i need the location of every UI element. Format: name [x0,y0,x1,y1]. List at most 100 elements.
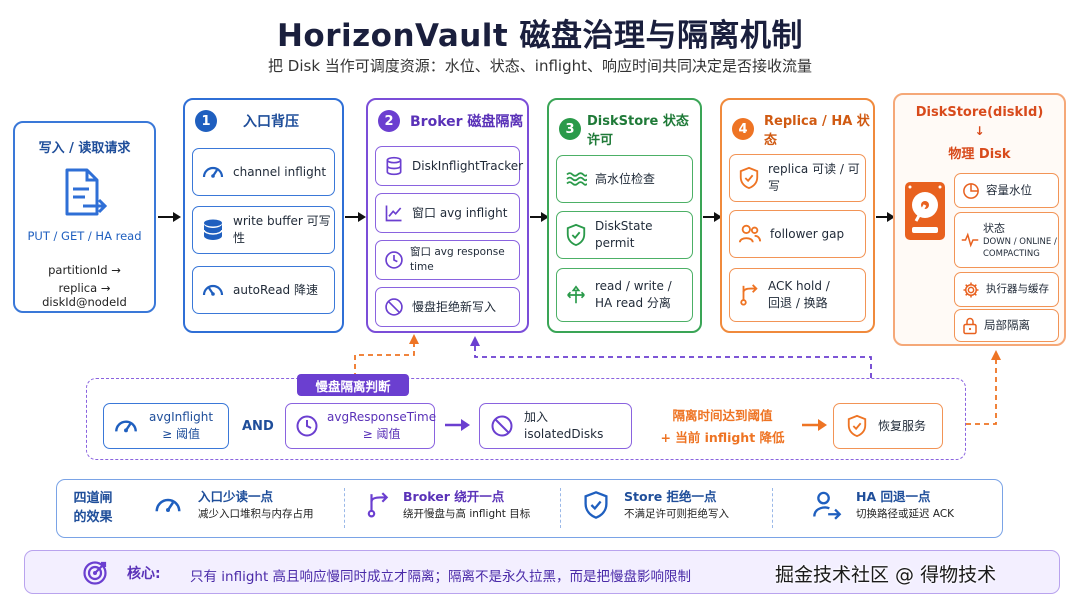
flow-arrow-1 [345,212,366,222]
effect-item-1: Broker 绕开一点 绕开慢盘与高 inflight 目标 [365,487,530,523]
effect-desc: 不满足许可则拒绝写入 [624,508,729,520]
flow-arrow-3 [703,212,722,222]
effects-divider [560,488,561,528]
stage2-item-label: 窗口 avg response time [410,246,505,273]
split-arrows-icon [565,284,587,306]
core-label: 核心: [127,566,161,582]
disk-item-label: 局部隔离 [984,318,1030,332]
disk-title-2: 物理 Disk [948,147,1011,162]
stage4-number: 4 [732,118,754,140]
request-route-2: replica → diskId@nodeId [42,281,127,309]
stage2-item-2: 窗口 avg response time [375,240,520,280]
watermark: 掘金技术社区 @ 得物技术 [775,564,997,586]
disk-item-isolation: 局部隔离 [954,309,1059,342]
gear-icon [962,281,980,299]
slow-disk-badge: 慢盘隔离判断 [297,374,409,396]
stage3-item-label: DiskState permit [595,219,653,250]
effect-title: Store 拒绝一点 [624,489,717,504]
gauge-icon [201,160,225,184]
restore-condition-2: + 当前 inflight 降低 [660,430,785,445]
trend-chart-icon [384,203,404,223]
shield-check-icon [846,414,868,438]
effects-label-1: 四道闸 [73,491,113,506]
stage3-item-label: HA read 分离 [595,296,671,310]
stage3-number: 3 [559,118,581,140]
metric-title: avgInflight [149,410,214,424]
stage4-item-label: replica 可读 / 可写 [768,162,860,193]
disk-item-sub: COMPACTING [983,248,1040,259]
effect-desc: 绕开慢盘与高 inflight 目标 [403,508,531,520]
metric-title: avgResponseTime [327,410,437,424]
effect-title: 入口少读一点 [198,489,274,504]
stage1-item-label: write buffer 可写性 [233,214,331,245]
metric-avg-response-time: avgResponseTime ≥ 阈值 [285,403,437,449]
effect-title: HA 回退一点 [856,489,931,504]
stage3-item-2: read / write / HA read 分离 [556,268,693,322]
stage3-card: 3 DiskStore 状态许可 高水位检查 DiskState permit … [547,98,702,333]
stage4-item-label: ACK hold / [768,279,830,293]
isolate-arrow [445,419,470,431]
stage1-title: 入口背压 [243,114,299,130]
disk-title-1: DiskStore(diskId) [915,105,1044,120]
target-icon [82,560,108,586]
stage1-card: 1 入口背压 channel inflight write buffer 可写性… [183,98,344,333]
stage2-item-0: DiskInflightTracker [375,146,524,186]
disk-item-executor: 执行器与缓存 [954,272,1059,307]
speedometer-icon [201,278,225,302]
stage4-card: 4 Replica / HA 状态 replica 可读 / 可写 follow… [720,98,875,333]
stage2-card: 2 Broker 磁盘隔离 DiskInflightTracker 窗口 avg… [366,98,529,333]
and-label: AND [242,419,274,434]
disk-item-capacity: 容量水位 [954,173,1059,208]
stage3-title: DiskStore 状态许可 [587,114,689,148]
flow-arrow-4 [876,212,895,222]
stage1-number: 1 [195,110,217,132]
restore-condition-1: 隔离时间达到阈值 [672,408,773,423]
flow-arrow-2 [530,212,549,222]
stage3-item-label: read / write / [595,279,672,293]
stage2-item-3: 慢盘拒绝新写入 [375,287,520,327]
pie-chart-icon [962,182,980,200]
shield-check-icon [565,223,587,247]
branch-icon [738,283,760,307]
metric-threshold: ≥ 阈值 [162,427,200,441]
database-icon [384,156,404,176]
metric-threshold: ≥ 阈值 [362,427,401,441]
isolated-disks-label: 加入 isolatedDisks [524,410,604,441]
stage4-item-0: replica 可读 / 可写 [729,154,866,202]
user-switch-icon [812,490,842,520]
stage2-item-1: 窗口 avg inflight [375,193,520,233]
metric-avg-inflight: avgInflight ≥ 阈值 [103,403,229,449]
stage1-item-label: channel inflight [233,164,327,179]
stage3-item-label: 高水位检查 [595,171,656,186]
effects-label: 四道闸 的效果 [66,489,120,527]
water-level-icon [565,170,587,188]
flow-arrow-0 [158,212,181,222]
pulse-icon [961,232,979,248]
stage2-item-label: 慢盘拒绝新写入 [412,299,497,314]
disk-item-label: 容量水位 [986,183,1032,197]
gauge-icon [113,413,139,439]
stage2-item-label: 窗口 avg inflight [412,205,508,220]
stage1-item-0: channel inflight [192,148,335,196]
stage3-item-1: DiskState permit [556,211,693,259]
core-bar [24,550,1060,594]
disk-item-label: 状态 [983,221,1005,235]
restore-service-label: 恢复服务 [878,418,927,433]
clock-icon [384,250,404,270]
request-title: 写入 / 读取请求 [38,141,131,156]
users-icon [738,223,762,245]
shield-check-icon [582,490,610,520]
isolated-disks-box: 加入 isolatedDisks [479,403,632,449]
disk-item-sub: DOWN / ONLINE / [983,236,1057,247]
restore-arrow [802,419,827,431]
stage2-item-label: DiskInflightTracker [412,158,524,173]
block-icon [490,414,514,438]
document-icon [61,167,107,217]
effect-item-2: Store 拒绝一点 不满足许可则拒绝写入 [582,487,729,523]
effects-panel [56,479,1003,538]
core-text: 只有 inflight 高且响应慢同时成立才隔离；隔离不是永久拉黑，而是把慢盘影… [190,569,692,585]
stage4-item-label: 回退 / 换路 [768,296,828,310]
effect-desc: 减少入口堆积与内存占用 [198,508,314,520]
hard-disk-icon [904,181,946,241]
